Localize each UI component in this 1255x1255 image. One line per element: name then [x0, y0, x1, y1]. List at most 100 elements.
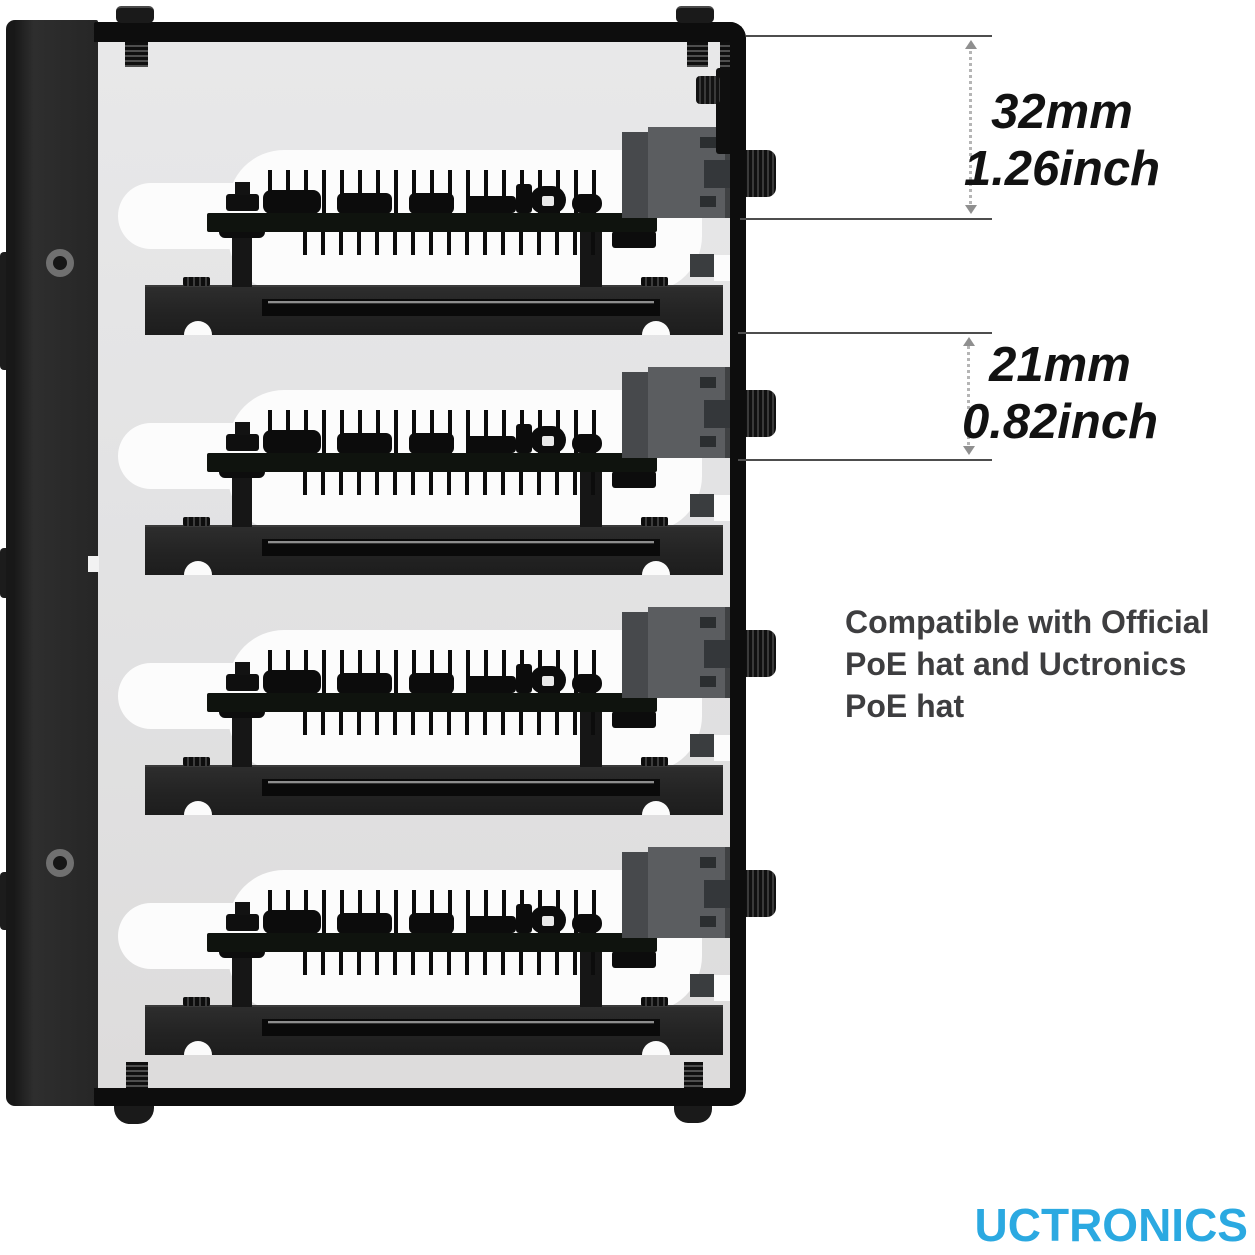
- tray-rail-highlight: [268, 1021, 654, 1024]
- pi-board: [207, 693, 657, 712]
- tray-notch-left: [184, 801, 212, 815]
- frame-screw: [674, 1106, 712, 1123]
- board-component: [572, 914, 602, 933]
- dimension-inch: 0.82inch: [961, 395, 1159, 449]
- dimension-label-32mm: 32mm 1.26inch: [952, 84, 1172, 198]
- tray-notch-right: [642, 801, 670, 815]
- board-component: [337, 913, 392, 934]
- side-spacer-block: [690, 734, 714, 757]
- board-component: [337, 193, 392, 214]
- board-component: [263, 910, 321, 934]
- thumbscrew-knob: [744, 630, 776, 677]
- frame-screw-thread: [720, 42, 735, 70]
- port-clip: [700, 617, 716, 628]
- board-component: [516, 184, 532, 213]
- side-spacer-block: [690, 494, 714, 517]
- dimension-mm: 32mm: [991, 85, 1133, 139]
- standoff-post-left: [232, 230, 252, 287]
- frame-screw: [676, 6, 714, 23]
- thumbscrew-cap: [226, 674, 259, 691]
- thumbscrew-knob: [744, 150, 776, 197]
- tray-notch-right: [642, 321, 670, 335]
- tray-notch-left: [184, 1041, 212, 1055]
- tray-rail-highlight: [268, 301, 654, 304]
- board-underside-connector: [612, 471, 656, 488]
- bracket-screw-hole: [46, 249, 74, 277]
- compatibility-note: Compatible with Official PoE hat and Uct…: [845, 601, 1245, 727]
- port-detail: [704, 160, 730, 188]
- port-clip: [700, 916, 716, 927]
- board-component: [263, 670, 321, 694]
- dimension-line-top: [746, 35, 992, 37]
- thumbscrew-knob: [744, 870, 776, 917]
- board-component: [409, 433, 454, 454]
- gpio-pin-tails: [303, 471, 597, 495]
- board-component: [409, 913, 454, 934]
- gpio-pin-tails: [303, 951, 597, 975]
- port-detail: [704, 880, 730, 908]
- tray-notch-left: [184, 561, 212, 575]
- board-component: [466, 676, 516, 693]
- note-line: PoE hat: [845, 688, 965, 724]
- board-component: [263, 430, 321, 454]
- standoff-post-left: [232, 470, 252, 527]
- tray-rail-highlight: [268, 781, 654, 784]
- board-component: [409, 673, 454, 694]
- bracket-slot: [88, 556, 99, 572]
- frame-screw-thread: [687, 42, 708, 67]
- frame-screw-thread: [125, 42, 148, 67]
- board-component: [572, 674, 602, 693]
- poe-hat-body: [622, 132, 650, 218]
- board-component: [516, 424, 532, 453]
- frame-screw-thread: [126, 1062, 148, 1088]
- pi-unit-1: [0, 0, 1255, 340]
- frame-screw: [116, 6, 154, 23]
- port-clip: [700, 676, 716, 687]
- pi-board: [207, 453, 657, 472]
- port-clip: [700, 857, 716, 868]
- poe-hat-body: [622, 612, 650, 698]
- barrel-marking: [542, 676, 554, 686]
- dimension-line-bottom: [738, 459, 992, 461]
- board-component: [466, 436, 516, 453]
- board-component: [516, 904, 532, 933]
- tray-screw-right: [641, 277, 668, 286]
- board-component: [466, 916, 516, 933]
- bracket-screw-hole: [46, 849, 74, 877]
- note-line: PoE hat and Uctronics: [845, 646, 1187, 682]
- dimension-label-21mm: 21mm 0.82inch: [950, 337, 1170, 451]
- dimension-mm: 21mm: [989, 338, 1131, 392]
- pi-board: [207, 933, 657, 952]
- thumbscrew-cap: [226, 194, 259, 211]
- thumbscrew-stem: [235, 422, 250, 435]
- dimension-inch: 1.26inch: [963, 142, 1161, 196]
- barrel-marking: [542, 916, 554, 926]
- port-clip: [700, 196, 716, 207]
- port-clip: [700, 377, 716, 388]
- tray-notch-right: [642, 1041, 670, 1055]
- side-spacer-block: [690, 254, 714, 277]
- thumbscrew-cap: [226, 434, 259, 451]
- board-component: [337, 433, 392, 454]
- pi-unit-2: [0, 240, 1255, 580]
- bracket-tab: [0, 548, 9, 598]
- port-detail: [704, 400, 730, 428]
- note-line: Compatible with Official: [845, 604, 1210, 640]
- tray-screw-left: [183, 757, 210, 766]
- wall-bracket: [6, 20, 98, 1106]
- gpio-pin-tails: [303, 711, 597, 735]
- board-underside-connector: [612, 711, 656, 728]
- tray-screw-left: [183, 277, 210, 286]
- bracket-tab: [0, 252, 9, 370]
- tray-screw-right: [641, 997, 668, 1006]
- barrel-marking: [542, 196, 554, 206]
- bracket-tab: [0, 872, 9, 930]
- thumbscrew-cap: [226, 914, 259, 931]
- board-component: [409, 193, 454, 214]
- tray-notch-right: [642, 561, 670, 575]
- board-component: [466, 196, 516, 213]
- thumbscrew-stem: [235, 902, 250, 915]
- board-underside-connector: [612, 231, 656, 248]
- tray-screw-right: [641, 517, 668, 526]
